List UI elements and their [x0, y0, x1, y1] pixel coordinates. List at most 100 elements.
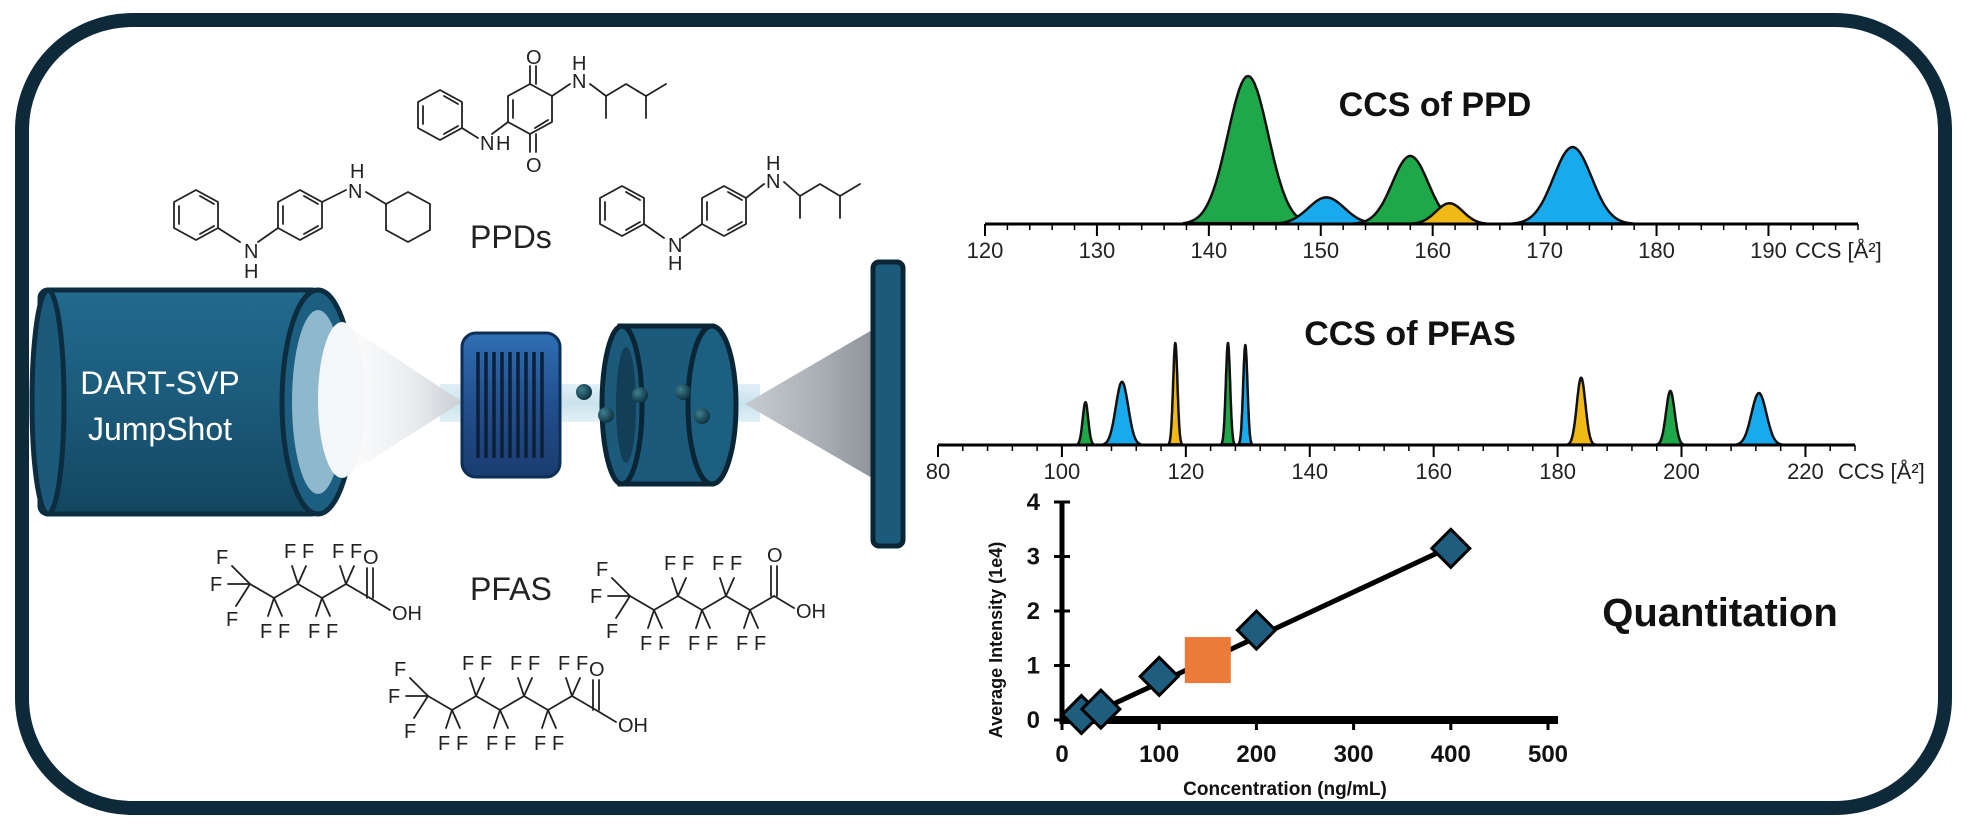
peak-green — [1182, 74, 1314, 225]
fluorine-atom: F — [640, 633, 652, 655]
peak-yellow — [1566, 376, 1597, 446]
oxygen-atom: O — [767, 545, 783, 567]
chart-title: CCS of PFAS — [1304, 315, 1516, 353]
x-tick-label: 140 — [1291, 459, 1328, 484]
fluorine-atom: F — [682, 553, 694, 575]
x-tick-label: 120 — [967, 238, 1004, 263]
y-tick-label: 3 — [1027, 544, 1040, 571]
hydroxyl-group: OH — [392, 603, 422, 625]
oxygen-atom: O — [589, 659, 605, 681]
droplets — [576, 384, 710, 424]
x-tick-label: 180 — [1539, 459, 1576, 484]
fluorine-atom: F — [350, 541, 362, 563]
fluorine-atom: F — [210, 574, 222, 596]
x-tick-label: 160 — [1414, 238, 1451, 263]
x-tick-label: 160 — [1415, 459, 1452, 484]
chart-title: Quantitation — [1602, 591, 1838, 635]
hydroxyl-group: OH — [796, 601, 826, 623]
chart-title: CCS of PPD — [1339, 86, 1532, 124]
svg-text:N: N — [480, 133, 494, 155]
fluorine-atom: F — [216, 547, 228, 569]
x-tick-label: 180 — [1638, 238, 1675, 263]
x-tick-label: 500 — [1528, 741, 1568, 768]
x-tick-label: 220 — [1787, 459, 1824, 484]
fluorine-atom: F — [576, 653, 588, 675]
ppd-structure-cyclohexyl: N H N H — [173, 161, 431, 283]
source-label-line2: JumpShot — [88, 411, 232, 447]
x-tick-label: 190 — [1750, 238, 1787, 263]
fluorine-atom: F — [486, 733, 498, 755]
fluorine-atom: F — [302, 541, 314, 563]
fluorine-atom: F — [664, 553, 676, 575]
y-tick-label: 2 — [1027, 598, 1040, 625]
ppd-structure-dimethylbutyl: N H N H — [599, 153, 861, 275]
svg-text:N: N — [244, 241, 258, 263]
svg-text:H: H — [244, 261, 258, 283]
fluorine-atom: F — [558, 653, 570, 675]
x-tick-label: 80 — [926, 459, 950, 484]
fluorine-atom: F — [658, 633, 670, 655]
fluorine-atom: F — [462, 653, 474, 675]
calibration-point — [1235, 608, 1278, 652]
fluorine-atom: F — [438, 733, 450, 755]
hydroxyl-group: OH — [618, 715, 648, 737]
fluorine-atom: F — [730, 553, 742, 575]
x-axis-label: CCS [Å²] — [1795, 238, 1882, 263]
fluorine-atom: F — [326, 621, 338, 643]
y-axis-label: Average Intensity (1e4) — [986, 542, 1006, 738]
x-tick-label: 120 — [1167, 459, 1204, 484]
fluorine-atom: F — [688, 633, 700, 655]
fluorine-atom: F — [590, 586, 602, 608]
oxygen-atom: O — [363, 547, 379, 569]
x-axis-label: Concentration (ng/mL) — [1183, 779, 1387, 800]
peak-blue — [1100, 380, 1144, 446]
x-tick-label: 150 — [1302, 238, 1339, 263]
fluorine-atom: F — [606, 621, 618, 643]
y-tick-label: 4 — [1027, 489, 1041, 516]
unknown-sample-marker — [1184, 637, 1231, 684]
fluorine-atom: F — [706, 633, 718, 655]
x-tick-label: 170 — [1526, 238, 1563, 263]
fluorine-atom: F — [510, 653, 522, 675]
y-tick-label: 1 — [1027, 653, 1040, 680]
x-tick-label: 130 — [1079, 238, 1116, 263]
peak-green — [1075, 400, 1096, 446]
fluorine-atom: F — [308, 621, 320, 643]
fluorine-atom: F — [480, 653, 492, 675]
calibration-point — [1429, 527, 1472, 570]
fluorine-atom: F — [596, 559, 608, 581]
fluorine-atom: F — [394, 659, 406, 681]
emitter-cone — [342, 322, 462, 478]
peak-blue — [1510, 145, 1635, 225]
x-tick-label: 100 — [1044, 459, 1081, 484]
svg-text:H: H — [350, 161, 364, 183]
peak-green — [1219, 341, 1237, 446]
fluorine-atom: F — [260, 621, 272, 643]
svg-text:N: N — [766, 171, 780, 193]
peak-green — [1655, 389, 1686, 446]
fluorine-atom: F — [534, 733, 546, 755]
x-tick-label: 200 — [1236, 741, 1276, 768]
svg-text:H: H — [668, 253, 682, 275]
peak-blue — [1237, 343, 1254, 446]
y-tick-label: 0 — [1027, 707, 1040, 734]
fluorine-atom: F — [226, 609, 238, 631]
svg-text:H: H — [572, 53, 586, 75]
fluorine-atom: F — [284, 541, 296, 563]
heater-module — [460, 331, 562, 479]
x-tick-label: 100 — [1139, 741, 1179, 768]
sample-holder — [599, 323, 739, 487]
pfas-backbone — [249, 583, 371, 599]
svg-text:H: H — [766, 153, 780, 175]
ms-inlet-cone — [745, 330, 872, 478]
fluorine-atom: F — [504, 733, 516, 755]
peak-yellow — [1167, 341, 1184, 446]
ppd-structure-quinone: N H O O N H — [417, 47, 667, 177]
fluorine-atom: F — [404, 721, 416, 743]
ms-plate — [870, 259, 906, 549]
instrument-schematic: DART-SVP JumpShot — [29, 259, 906, 549]
